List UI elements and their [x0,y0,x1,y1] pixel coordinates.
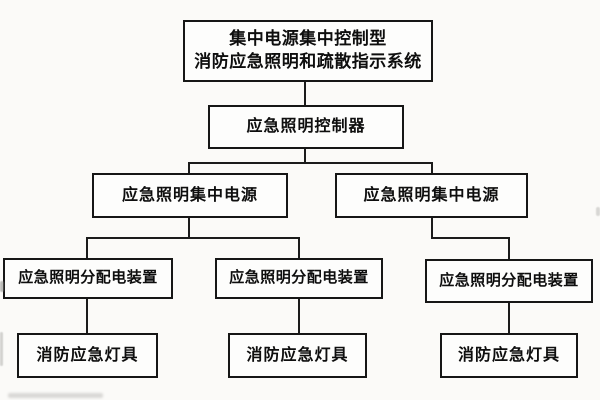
connector-drop-power-left [188,162,190,174]
connector-power-left-feed [188,218,190,239]
node-distribution-device-right: 应急照明分配电装置 [425,259,593,303]
connector-drop-distribution-left [86,237,88,259]
scan-speck [0,332,3,366]
node-label: 消防应急灯具 [457,346,560,364]
connector-distribution-left-to-lamp [86,298,88,334]
node-emergency-lamp-left: 消防应急灯具 [17,333,158,378]
system-title-line1: 集中电源集中控制型 [229,29,387,49]
connector-drop-distribution-middle [298,237,300,259]
connector-controller-rail [188,162,433,164]
node-label: 应急照明控制器 [246,118,366,136]
scan-speck [596,207,600,216]
node-label: 应急照明集中电源 [363,186,500,204]
node-label: 应急照明分配电装置 [439,271,579,289]
node-distribution-device-left: 应急照明分配电装置 [3,258,173,299]
node-central-power-right: 应急照明集中电源 [335,173,528,218]
node-label: 应急照明分配电装置 [229,269,369,287]
connector-power-left-rail [86,237,300,239]
scan-smudge [8,393,103,398]
connector-power-right-feed [431,218,433,239]
connector-drop-distribution-right [508,237,510,260]
node-label: 应急照明分配电装置 [18,269,158,287]
connector-drop-power-right [431,162,433,174]
connector-power-right-rail [431,237,510,239]
connector-distribution-right-to-lamp [508,302,510,334]
connector-system-to-controller [304,82,306,106]
node-label: 应急照明集中电源 [121,186,258,204]
node-label: 消防应急灯具 [36,346,139,364]
node-central-power-left: 应急照明集中电源 [92,173,288,218]
node-emergency-lamp-middle: 消防应急灯具 [228,333,367,378]
connector-distribution-middle-to-lamp [298,298,300,334]
node-label: 消防应急灯具 [246,346,349,364]
scan-speck [0,281,4,292]
node-emergency-lighting-controller: 应急照明控制器 [208,105,404,149]
node-distribution-device-middle: 应急照明分配电装置 [215,258,383,299]
connector-controller-feed [304,148,306,164]
system-title-line2: 消防应急照明和疏散指示系统 [194,52,422,71]
node-system-title: 集中电源集中控制型 消防应急照明和疏散指示系统 [183,20,433,82]
node-emergency-lamp-right: 消防应急灯具 [440,333,578,378]
